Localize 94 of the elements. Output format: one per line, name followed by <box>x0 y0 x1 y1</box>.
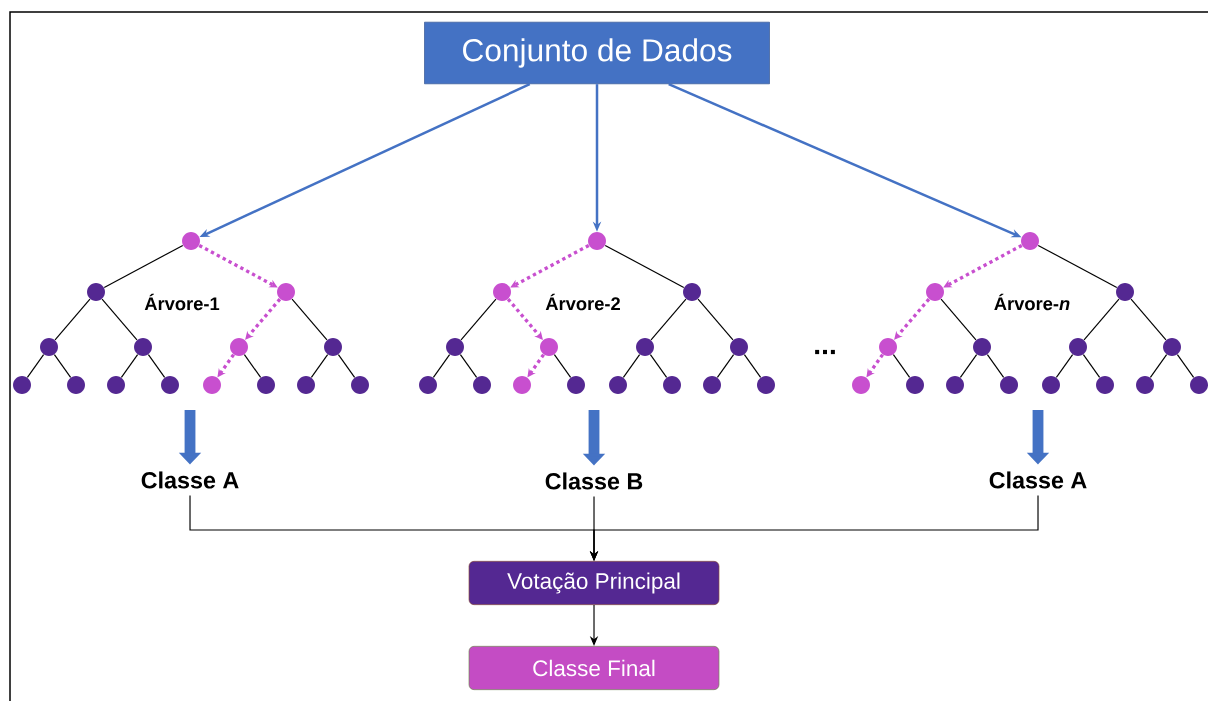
tree-node <box>107 376 125 394</box>
tree-node <box>906 376 924 394</box>
tree-branch <box>103 244 184 289</box>
tree-node <box>703 376 721 394</box>
tree-node <box>40 338 58 356</box>
tree-branch <box>460 298 497 341</box>
tree-node <box>588 232 606 250</box>
tree-node <box>683 283 701 301</box>
tree-node <box>257 376 275 394</box>
tree-node <box>1042 376 1060 394</box>
tree-node <box>67 376 85 394</box>
tree-branch <box>622 354 641 378</box>
class-label: Classe A <box>989 471 1087 489</box>
voting-box: Votação Principal <box>468 561 720 605</box>
tree-node <box>1163 338 1181 356</box>
tree-node <box>852 376 870 394</box>
tree-node <box>13 376 31 394</box>
tree-node <box>161 376 179 394</box>
tree-node <box>513 376 531 394</box>
tree-node <box>1190 376 1208 394</box>
path-arrow <box>510 243 590 288</box>
tree-node <box>757 376 775 394</box>
tree-node <box>609 376 627 394</box>
tree-branch <box>310 354 329 378</box>
tree-node <box>1069 338 1087 356</box>
tree-node <box>134 338 152 356</box>
tree-branch <box>54 298 91 341</box>
class-label: Classe B <box>545 472 643 490</box>
tree-node <box>419 376 437 394</box>
tree-branch <box>716 354 735 378</box>
tree-node <box>879 338 897 356</box>
tree-node <box>1021 232 1039 250</box>
tree-branch <box>959 354 978 378</box>
tree-node <box>1000 376 1018 394</box>
path-arrow <box>894 298 931 340</box>
tree-branch <box>743 354 762 378</box>
tree-branch <box>432 354 451 378</box>
tree-node <box>636 338 654 356</box>
path-arrow <box>943 243 1023 288</box>
tree-branch <box>243 354 262 378</box>
tree-branch <box>604 244 685 289</box>
tree-branch <box>101 298 138 341</box>
tree-branch <box>1083 298 1120 341</box>
tree-node <box>493 283 511 301</box>
tree-node <box>730 338 748 356</box>
tree-branch <box>649 354 668 378</box>
path-arrow <box>245 298 282 340</box>
tree-node <box>663 376 681 394</box>
tree-node <box>1116 283 1134 301</box>
tree-title: Árvore-2 <box>545 293 620 311</box>
tree-node <box>230 338 248 356</box>
tree-node <box>926 283 944 301</box>
tree-node <box>1136 376 1154 394</box>
tree-branch <box>1055 354 1074 378</box>
tree-node <box>351 376 369 394</box>
tree-branch <box>120 354 139 378</box>
tree-node <box>297 376 315 394</box>
tree-branch <box>147 354 166 378</box>
tree-branch <box>892 354 911 378</box>
tree-branch <box>1037 244 1118 289</box>
tree-node <box>182 232 200 250</box>
tree-node <box>473 376 491 394</box>
tree-branch <box>459 354 478 378</box>
tree-node <box>446 338 464 356</box>
tree-branch <box>940 298 977 341</box>
tree-branch <box>697 298 734 341</box>
tree-node <box>567 376 585 394</box>
tree-branch <box>337 354 356 378</box>
result-box: Classe Final <box>468 646 720 690</box>
tree-node <box>973 338 991 356</box>
path-arrow <box>198 243 278 288</box>
class-label: Classe A <box>141 471 239 489</box>
tree-title: Árvore-1 <box>144 293 220 311</box>
tree-node <box>277 283 295 301</box>
tree-branch <box>26 354 45 378</box>
path-arrow <box>506 298 543 340</box>
tree-branch <box>291 298 328 341</box>
tree-branch <box>1130 298 1167 341</box>
tree-node <box>87 283 105 301</box>
tree-branch <box>986 354 1005 378</box>
tree-node <box>203 376 221 394</box>
dataset-box: Conjunto de Dados <box>424 21 770 85</box>
tree-title: Árvore-n <box>994 293 1070 311</box>
tree-branch <box>1082 354 1101 378</box>
tree-node <box>324 338 342 356</box>
tree-branch <box>1176 354 1195 378</box>
tree-node <box>540 338 558 356</box>
tree-branch <box>553 354 572 378</box>
ellipsis: ... <box>815 349 835 355</box>
tree-branch <box>650 298 687 341</box>
tree-node <box>946 376 964 394</box>
tree-branch <box>1149 354 1168 378</box>
tree-branch <box>53 354 72 378</box>
tree-node <box>1096 376 1114 394</box>
